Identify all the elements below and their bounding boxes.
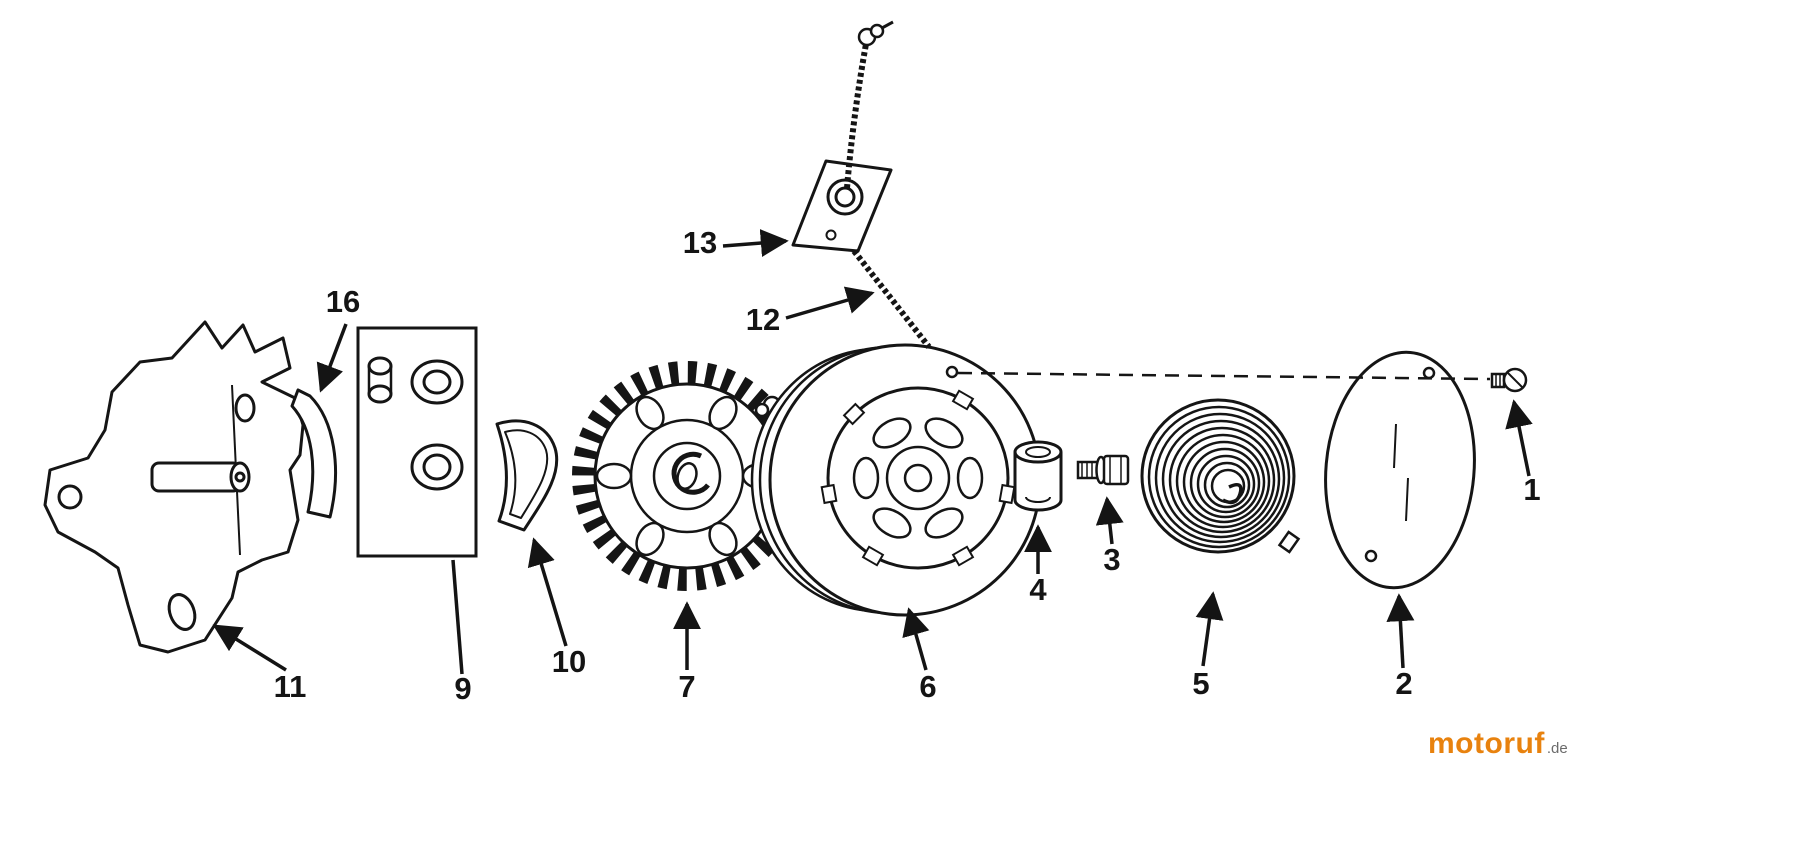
part-label-11: 11 xyxy=(274,669,307,704)
part-label-4: 4 xyxy=(1029,572,1047,607)
part-3-bolt xyxy=(1076,454,1130,486)
arrow-1 xyxy=(1505,399,1533,477)
part-label-7: 7 xyxy=(678,669,695,704)
part-6-starter-pulley xyxy=(750,343,1042,617)
arrow-5 xyxy=(1195,591,1224,667)
part-label-12: 12 xyxy=(746,302,780,337)
line-9 xyxy=(451,559,464,675)
part-label-9: 9 xyxy=(454,671,471,706)
part-label-13: 13 xyxy=(683,225,717,260)
part-12-starter-rope xyxy=(844,20,932,349)
part-label-1: 1 xyxy=(1523,472,1540,507)
assembly-axis-dashed-line xyxy=(957,371,1491,381)
arrow-11 xyxy=(212,624,287,672)
part-label-2: 2 xyxy=(1395,666,1412,701)
part-label-5: 5 xyxy=(1192,666,1209,701)
leader-arrows xyxy=(212,229,1533,675)
part-label-10: 10 xyxy=(552,644,586,679)
arrow-16 xyxy=(316,323,348,393)
part-16-brake-lever xyxy=(290,388,337,519)
part-label-6: 6 xyxy=(919,669,936,704)
part-1-screw xyxy=(1490,367,1528,393)
watermark-tld: .de xyxy=(1546,740,1568,757)
part-label-3: 3 xyxy=(1103,542,1120,577)
part-9-plate xyxy=(356,326,478,558)
part-5-recoil-spring xyxy=(1140,398,1301,554)
arrow-6 xyxy=(902,607,930,671)
arrow-2 xyxy=(1386,593,1415,669)
part-13-handle-plate xyxy=(791,159,893,253)
part-4-bushing xyxy=(1013,440,1063,512)
arrow-10 xyxy=(527,537,568,647)
part-labels: 13 12 16 11 9 10 7 6 4 3 5 2 1 xyxy=(274,225,1541,706)
arrow-3 xyxy=(1095,496,1124,545)
part-label-16: 16 xyxy=(326,284,360,319)
arrow-12 xyxy=(785,286,875,320)
watermark-brand: motoruf xyxy=(1428,727,1545,760)
arrow-13 xyxy=(722,229,789,257)
part-10-wire-clip xyxy=(495,419,559,532)
part-11-mounting-bracket xyxy=(43,320,305,654)
part-2-cover-plate xyxy=(1324,350,1476,590)
watermark: motoruf.de xyxy=(1428,727,1568,761)
